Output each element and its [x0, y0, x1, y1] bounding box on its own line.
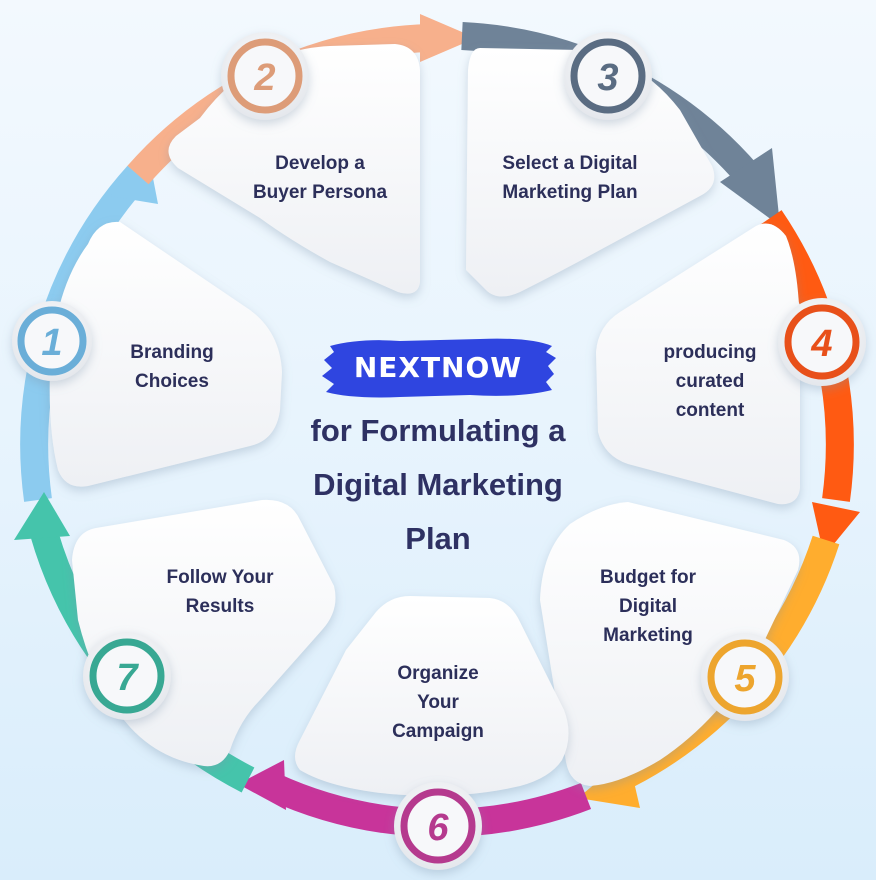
arrowhead-step-7 [14, 492, 70, 540]
arrowhead-step-6 [238, 760, 286, 810]
badges: 1 2 3 4 5 6 7 [12, 32, 866, 870]
card-step-1 [49, 221, 282, 487]
step-number: 6 [427, 807, 449, 849]
badge-step-3: 3 [564, 32, 652, 120]
step-label-1: Branding Choices [130, 342, 214, 392]
brand-brush-shape [322, 338, 556, 398]
card-step-5 [540, 502, 800, 786]
card-step-6 [295, 596, 569, 796]
step-number: 3 [597, 57, 618, 99]
card-step-4 [596, 223, 800, 505]
step-number: 4 [810, 323, 832, 365]
step-number: 1 [41, 322, 62, 364]
badge-step-6: 6 [394, 782, 482, 870]
step-label-7: Follow Your Results [166, 567, 274, 617]
arrowhead-step-3 [720, 148, 780, 226]
badge-step-5: 5 [701, 633, 789, 721]
step-label-5: Budget for Digital Marketing [599, 567, 697, 646]
step-number: 2 [253, 57, 275, 99]
card-step-3 [466, 48, 715, 297]
step-label-2: Develop a Buyer Persona [252, 153, 388, 203]
badge-step-1: 1 [12, 301, 92, 381]
step-label-6: Organize Your Campaign [392, 663, 484, 742]
step-number: 7 [116, 657, 139, 699]
step-label-3: Select a Digital Marketing Plan [502, 153, 638, 203]
brand-logo-text: NEXTNOW [353, 351, 523, 384]
diagram-title: for Formulating a Digital Marketing Plan [310, 413, 566, 556]
badge-step-4: 4 [778, 298, 866, 386]
step-number: 5 [734, 658, 756, 700]
step-label-4: producing curated content [663, 342, 757, 421]
arrowhead-step-2 [420, 14, 476, 62]
badge-step-2: 2 [221, 32, 309, 120]
card-step-2 [168, 44, 420, 294]
badge-step-7: 7 [83, 632, 171, 720]
